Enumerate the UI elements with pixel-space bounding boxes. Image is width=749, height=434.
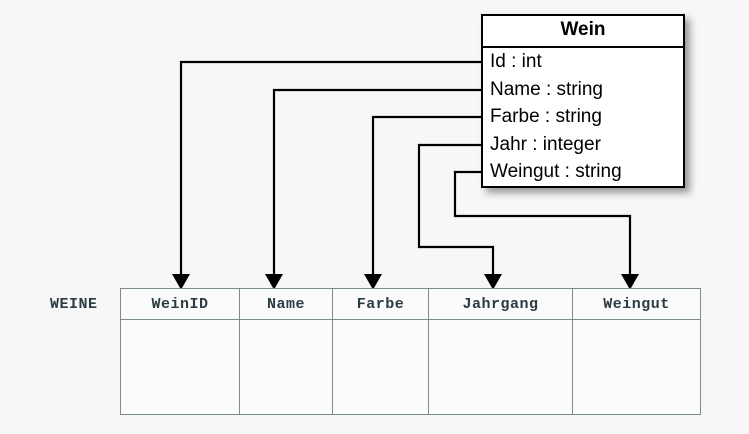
column-header-jahrgang[interactable]: Jahrgang bbox=[428, 288, 573, 320]
class-attribute-farbe: Farbe : string bbox=[490, 106, 602, 127]
table-cell-name[interactable] bbox=[239, 319, 333, 415]
column-header-weinid[interactable]: WeinID bbox=[120, 288, 240, 320]
table-cell-farbe[interactable] bbox=[332, 319, 429, 415]
connector-jahr-to-jahrgang bbox=[417, 143, 503, 290]
class-attribute-list: Id : int Name : string Farbe : string Ja… bbox=[483, 48, 683, 186]
table-cell-weinid[interactable] bbox=[120, 319, 240, 415]
uml-class-box[interactable]: Wein Id : int Name : string Farbe : stri… bbox=[481, 14, 685, 188]
relation-table[interactable]: WeinID Name Farbe Jahrgang Weingut bbox=[120, 288, 701, 415]
column-header-name[interactable]: Name bbox=[239, 288, 333, 320]
table-row bbox=[120, 319, 701, 415]
table-cell-jahrgang[interactable] bbox=[428, 319, 573, 415]
class-attribute-name: Name : string bbox=[490, 78, 603, 100]
table-cell-weingut[interactable] bbox=[572, 319, 701, 415]
class-attribute-id: Id : int bbox=[490, 51, 542, 72]
class-attribute-jahr: Jahr : integer bbox=[490, 133, 601, 155]
column-header-weingut[interactable]: Weingut bbox=[572, 288, 701, 320]
connector-farbe-to-farbe bbox=[363, 115, 481, 290]
table-header-row: WeinID Name Farbe Jahrgang Weingut bbox=[120, 288, 701, 320]
connector-id-to-weinid bbox=[171, 60, 481, 290]
connector-name-to-name bbox=[264, 88, 481, 290]
column-header-farbe[interactable]: Farbe bbox=[332, 288, 429, 320]
class-name: Wein bbox=[483, 16, 683, 48]
class-attribute-weingut: Weingut : string bbox=[490, 161, 622, 182]
connector-weingut-to-weingut bbox=[453, 170, 640, 290]
relation-name-label: WEINE bbox=[50, 296, 98, 313]
